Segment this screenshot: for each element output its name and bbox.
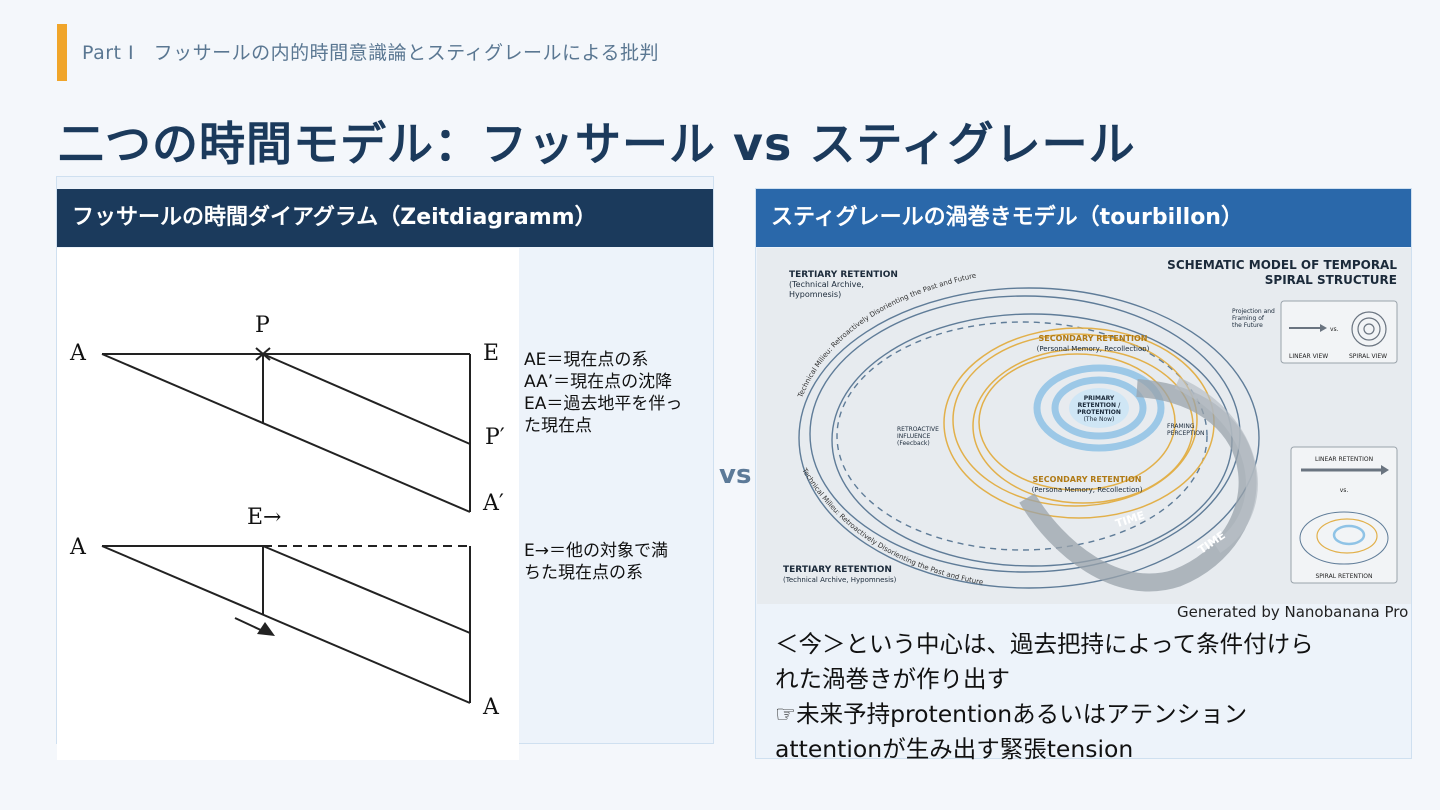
tourbillon-figure: TERTIARY RETENTION (Technical Archive, H… bbox=[757, 248, 1411, 604]
spiral-view-label: SPIRAL VIEW bbox=[1349, 353, 1387, 360]
spiral-retention-ring bbox=[1299, 511, 1389, 565]
label-a-bottom: A bbox=[69, 535, 87, 560]
primary-spiral bbox=[1051, 376, 1147, 440]
label-e-arrow: E→ bbox=[247, 505, 282, 530]
zeitdiagramm-figure: A P E P′ A′ E→ A A bbox=[57, 248, 519, 760]
caption-line: ☞未来予持protentionあるいはアテンション bbox=[775, 700, 1248, 728]
projection-label: Projection and bbox=[1232, 308, 1275, 315]
caption-line: れた渦巻きが作り出す bbox=[775, 665, 1010, 693]
inset-vs-label: vs. bbox=[1330, 326, 1339, 333]
secondary-top-title: SECONDARY RETENTION bbox=[1039, 334, 1148, 343]
aa-bottom-line bbox=[101, 545, 471, 704]
framing-label: FRAMING bbox=[1167, 423, 1195, 430]
primary-core bbox=[1069, 388, 1129, 428]
stiegler-panel: スティグレールの渦巻きモデル（tourbillon） bbox=[755, 188, 1412, 763]
spiral-view-ring bbox=[1351, 311, 1387, 347]
tourbillon-svg: TERTIARY RETENTION (Technical Archive, H… bbox=[783, 258, 1398, 592]
tertiary-top-sub: (Technical Archive, bbox=[789, 280, 864, 289]
spiral-retention-ring bbox=[1332, 524, 1366, 546]
motion-arrow-head bbox=[257, 622, 275, 636]
vs-label: vs bbox=[719, 460, 752, 490]
caption-line: attentionが生み出す緊張tension bbox=[775, 735, 1134, 763]
tertiary-bottom-title: TERTIARY RETENTION bbox=[783, 565, 892, 575]
page-title: 二つの時間モデル：フッサール vs スティグレール bbox=[58, 117, 1136, 171]
secondary-bottom-title: SECONDARY RETENTION bbox=[1033, 475, 1142, 484]
secondary-top-sub: (Personal Memory, Recollection) bbox=[1037, 345, 1150, 353]
husserl-panel-title: フッサールの時間ダイアグラム（Zeitdiagramm） bbox=[57, 189, 713, 247]
secondary-ring bbox=[978, 353, 1176, 491]
tertiary-ring bbox=[798, 287, 1260, 589]
legend-line: ちた現在点の系 bbox=[524, 563, 643, 583]
stiegler-panel-title: スティグレールの渦巻きモデル（tourbillon） bbox=[756, 189, 1411, 247]
linear-retention-label: LINEAR RETENTION bbox=[1315, 456, 1373, 463]
inset-frame bbox=[1280, 300, 1398, 364]
label-a-prime: A′ bbox=[482, 491, 504, 516]
image-credit: Generated by Nanobanana Pro bbox=[1177, 603, 1409, 621]
legend-line: EA＝過去地平を伴っ bbox=[524, 394, 683, 414]
breadcrumb: Part Ⅰ フッサールの内的時間意識論とスティグレールによる批判 bbox=[82, 42, 659, 64]
zeitdiagramm-svg: A P E P′ A′ E→ A A bbox=[69, 313, 505, 720]
projection-label: the Future bbox=[1232, 322, 1263, 329]
figure-heading: SCHEMATIC MODEL OF TEMPORAL bbox=[1167, 258, 1397, 272]
figure-heading: SPIRAL STRUCTURE bbox=[1265, 273, 1397, 287]
tertiary-bottom-sub: (Technical Archive, Hypomnesis) bbox=[783, 576, 897, 584]
primary-label: PRIMARY bbox=[1084, 395, 1115, 402]
label-a-bottom-right: A bbox=[482, 695, 500, 720]
tertiary-top-sub: Hypomnesis) bbox=[789, 290, 841, 299]
primary-label: (The Now) bbox=[1084, 416, 1115, 423]
label-e-top: E bbox=[483, 341, 499, 366]
e-arrow-sink-line bbox=[262, 545, 471, 634]
secondary-ring bbox=[972, 348, 1194, 504]
pp-prime-line bbox=[262, 353, 471, 445]
retroactive-label: RETROACTIVE bbox=[897, 426, 939, 433]
tertiary-ring bbox=[836, 321, 1208, 551]
secondary-bottom-sub: (Persona Memory, Recollection) bbox=[1032, 486, 1143, 494]
legend-line: E→＝他の対象で満 bbox=[524, 541, 668, 561]
secondary-ring bbox=[952, 333, 1198, 507]
legend-top: AE＝現在点の系 AA’＝現在点の沈降 EA＝過去地平を伴っ た現在点 bbox=[524, 349, 704, 437]
caption-line: ＜今＞という中心は、過去把持によって条件付けら bbox=[775, 630, 1314, 658]
aa-prime-line bbox=[101, 353, 471, 513]
projection-label: Framing of bbox=[1232, 315, 1265, 322]
primary-label: RETENTION / bbox=[1078, 402, 1121, 409]
husserl-panel: フッサールの時間ダイアグラム（Zeitdiagramm） bbox=[56, 176, 714, 760]
legend-line: AE＝現在点の系 bbox=[524, 350, 649, 370]
framing-label: PERCEPTION bbox=[1167, 430, 1205, 437]
label-a-top: A bbox=[69, 341, 87, 366]
legend-line: た現在点 bbox=[524, 416, 592, 436]
legend-line: AA’＝現在点の沈降 bbox=[524, 372, 673, 392]
spiral-view-ring bbox=[1357, 317, 1381, 341]
spiral-view-ring bbox=[1363, 323, 1375, 335]
linear-retention-arrowhead bbox=[1381, 465, 1389, 475]
primary-spiral bbox=[1033, 364, 1165, 452]
primary-label: PROTENTION bbox=[1077, 409, 1121, 416]
retention-vs-label: vs. bbox=[1340, 487, 1349, 494]
retroactive-label: (Feecback) bbox=[897, 440, 930, 447]
tourbillon-caption: ＜今＞という中心は、過去把持によって条件付けら れた渦巻きが作り出す ☞未来予持… bbox=[775, 627, 1395, 767]
linear-arrowhead bbox=[1320, 324, 1327, 332]
linear-view-label: LINEAR VIEW bbox=[1289, 353, 1328, 360]
time-band bbox=[1174, 377, 1258, 553]
label-p-prime: P′ bbox=[485, 425, 505, 450]
inset-frame bbox=[1290, 446, 1398, 584]
p-cross-b bbox=[255, 347, 271, 361]
retroactive-label: INFLUENCE bbox=[897, 433, 931, 440]
inset-retention-comparison: LINEAR RETENTION vs. SPIRAL RETENTION bbox=[1290, 446, 1398, 584]
spiral-retention-label: SPIRAL RETENTION bbox=[1315, 573, 1372, 580]
spiral-retention-ring bbox=[1316, 518, 1378, 554]
time-label: TIME bbox=[1114, 509, 1147, 531]
legend-bottom: E→＝他の対象で満 ちた現在点の系 bbox=[524, 540, 704, 584]
tertiary-top-title: TERTIARY RETENTION bbox=[789, 270, 898, 280]
inset-view-comparison: vs. LINEAR VIEW SPIRAL VIEW bbox=[1280, 300, 1398, 364]
accent-bar bbox=[57, 24, 67, 81]
label-p: P bbox=[255, 313, 270, 338]
